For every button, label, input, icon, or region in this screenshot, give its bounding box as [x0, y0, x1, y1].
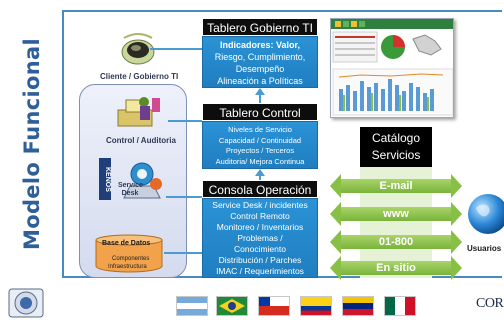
- gobierno-header: Tablero Gobierno TI: [202, 18, 318, 36]
- bottom-logo: [8, 288, 44, 318]
- gobierno-line-4: Alineación a Políticas: [217, 76, 303, 86]
- consola-line-2: Control Remoto: [230, 211, 290, 221]
- arrow-up-1: [255, 88, 265, 95]
- arrow-stem-2: [259, 174, 261, 180]
- arrow-up-2: [255, 169, 265, 176]
- channel-email: E-mail: [330, 174, 462, 198]
- gobierno-line-1: Indicadores: Valor,: [219, 40, 301, 50]
- consola-line-3: Monitoreo / Inventarios: [216, 222, 304, 232]
- flag-venezuela: [342, 296, 374, 316]
- consola-line-7: IMAC / Requerimientos: [216, 266, 304, 276]
- database-infra: Infraestructura: [108, 264, 147, 270]
- flag-colombia: [300, 296, 332, 316]
- service-desk-icon: [116, 160, 168, 200]
- connector-low: [166, 196, 202, 198]
- consola-line-1: Service Desk / incidentes: [212, 200, 308, 210]
- dashboard-thumbnail: [330, 18, 454, 118]
- connector-top: [150, 48, 202, 50]
- gobierno-line-2: Riesgo, Cumplimiento,: [214, 52, 306, 62]
- consola-line-6: Distribución / Parches: [218, 255, 302, 265]
- catalog-header: Catálogo Servicios: [360, 127, 432, 167]
- connector-mid: [168, 120, 202, 122]
- catalog-line-1: Catálogo: [371, 131, 421, 145]
- flag-mexico: [384, 296, 416, 316]
- connector-db: [164, 252, 202, 254]
- database-title: Base de Datos: [102, 240, 151, 247]
- flag-chile: [258, 296, 290, 316]
- gobierno-box: Indicadores: Valor, Riesgo, Cumplimiento…: [202, 36, 318, 88]
- consola-box: Service Desk / incidentes Control Remoto…: [202, 198, 318, 278]
- audit-icon: [114, 92, 164, 132]
- consola-line-4: Problemas /: [237, 233, 283, 243]
- database-components: Componentes: [112, 256, 150, 262]
- channel-email-label: E-mail: [379, 180, 413, 192]
- kenos-logo: KENOS: [99, 158, 111, 200]
- channel-www: www: [330, 202, 462, 226]
- channel-www-label: www: [383, 208, 409, 220]
- service-desk-label: Service Desk: [118, 182, 143, 197]
- database-icon: [94, 234, 164, 274]
- client-label: Cliente / Gobierno TI: [100, 72, 179, 81]
- control-label: Control / Auditoria: [106, 136, 176, 145]
- control-line-2: Capacidad / Continuidad: [218, 135, 302, 145]
- usuarios-label: Usuarios: [467, 244, 502, 253]
- consola-line-5: Conocimiento: [234, 244, 286, 254]
- flag-brazil: [216, 296, 248, 316]
- client-icon: [118, 28, 158, 68]
- control-header: Tablero Control: [202, 103, 318, 121]
- control-box: Niveles de Servicio Capacidad / Continui…: [202, 121, 318, 169]
- side-title-text: Modelo Funcional: [20, 38, 44, 250]
- consola-header: Consola Operación: [202, 180, 318, 198]
- control-line-4: Auditoria/ Mejora Continua: [215, 156, 305, 166]
- channel-phone: 01-800: [330, 230, 462, 254]
- flag-argentina: [176, 296, 208, 316]
- control-line-1: Niveles de Servicio: [228, 125, 292, 134]
- globe-icon: [466, 190, 504, 238]
- gobierno-line-3: Desempeño: [235, 64, 285, 74]
- channel-onsite: En sitio: [330, 256, 462, 280]
- cor-logo-text: COR: [476, 296, 504, 311]
- channel-onsite-label: En sitio: [376, 262, 416, 274]
- catalog-line-2: Servicios: [371, 148, 421, 162]
- control-line-3: Proyectos / Terceros: [225, 146, 295, 155]
- side-title: Modelo Funcional: [6, 10, 58, 278]
- channel-phone-label: 01-800: [378, 236, 414, 248]
- arrow-stem-1: [259, 93, 261, 103]
- cor-logo: COR: [476, 294, 504, 316]
